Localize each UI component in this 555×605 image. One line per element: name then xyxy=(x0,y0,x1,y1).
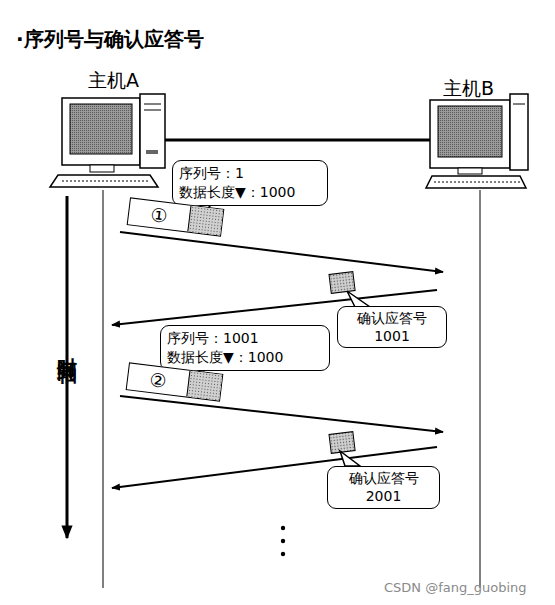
time-axis-arrow xyxy=(66,196,69,538)
ack-callout: 确认应答号 1001 xyxy=(337,306,447,348)
ack-packet xyxy=(329,432,355,454)
host-name: 主机B xyxy=(443,76,494,102)
timeline-a xyxy=(103,190,104,588)
packet-number: ① xyxy=(128,198,191,231)
data-length: 数据长度▼：1000 xyxy=(179,183,321,202)
host-name: 主机A xyxy=(88,68,139,94)
packet-data-part xyxy=(187,206,223,236)
computer-a xyxy=(50,94,165,187)
callout-tail xyxy=(340,451,360,466)
data-arrow xyxy=(120,232,443,272)
continuation-dots xyxy=(281,526,285,556)
data-callout: 序列号：1数据长度▼：1000 xyxy=(172,160,328,206)
watermark: CSDN @fang_guobing xyxy=(384,580,527,595)
network-cable xyxy=(165,139,431,142)
data-arrow xyxy=(120,396,443,432)
sequence-number: 序列号：1001 xyxy=(167,329,323,348)
data-length: 数据长度▼：1000 xyxy=(167,348,323,367)
diagram-title: ·序列号与确认应答号 xyxy=(16,26,204,53)
callout-tail xyxy=(347,291,370,307)
ack-number: 确认应答号 2001 xyxy=(346,469,422,505)
axis-label: 时间轴 xyxy=(54,342,81,351)
computer-b xyxy=(426,94,528,188)
ack-packet xyxy=(329,272,355,294)
timeline-b xyxy=(480,190,481,588)
ack-callout: 确认应答号 2001 xyxy=(327,466,440,509)
data-callout: 序列号：1001数据长度▼：1000 xyxy=(160,325,330,371)
packet-data-part xyxy=(186,371,222,401)
ack-number: 确认应答号 1001 xyxy=(354,309,430,345)
packet-number: ② xyxy=(127,363,190,396)
sequence-number: 序列号：1 xyxy=(179,164,321,183)
